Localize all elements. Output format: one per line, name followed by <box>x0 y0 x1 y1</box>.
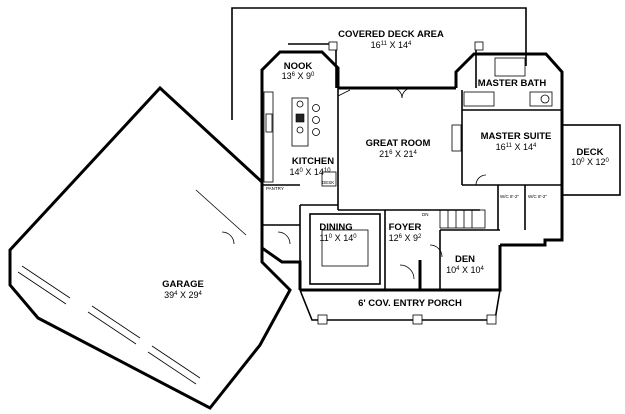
dining-dimension: 110 X 140 <box>319 233 357 243</box>
label-den: DEN 104 X 104 <box>446 254 484 275</box>
master-suite-dimension: 1611 X 144 <box>496 142 537 152</box>
great-room-fixtures <box>337 87 462 152</box>
den-dimension: 104 X 104 <box>446 265 484 275</box>
label-garage: GARAGE 394 X 294 <box>162 279 204 300</box>
dining-fixtures <box>309 213 381 285</box>
deck-dimension: 100 X 120 <box>571 157 609 167</box>
label-covered-deck: COVERED DECK AREA 1611 X 144 <box>338 29 444 50</box>
great-room-name: GREAT ROOM <box>366 138 431 149</box>
wic-label-1: W/C 8'-2" <box>500 194 519 199</box>
label-entry-porch: 6' COV. ENTRY PORCH <box>358 298 462 309</box>
desk-label: DESK <box>322 180 334 185</box>
covered-deck-name: COVERED DECK AREA <box>338 29 444 40</box>
deck-outline <box>561 124 621 196</box>
foyer-name: FOYER <box>389 222 422 233</box>
garage-outline <box>8 85 292 410</box>
kitchen-fixtures <box>263 91 337 187</box>
pantry-label: PANTRY <box>266 186 284 191</box>
covered-deck-outline <box>231 7 527 120</box>
covered-deck-dimension: 1611 X 144 <box>371 40 412 50</box>
label-great-room: GREAT ROOM 216 X 214 <box>366 138 431 159</box>
wic-label-2: W/C 8'-2" <box>528 194 547 199</box>
foyer-dimension: 126 X 92 <box>389 233 422 243</box>
den-name: DEN <box>455 254 475 265</box>
master-bath-fixtures <box>463 57 553 107</box>
label-nook: NOOK 136 X 90 <box>282 61 315 81</box>
entry-porch-name: 6' COV. ENTRY PORCH <box>358 298 462 309</box>
doors <box>221 174 487 280</box>
great-room-dimension: 216 X 214 <box>379 149 417 159</box>
label-dining: DINING 110 X 140 <box>319 222 357 243</box>
dining-name: DINING <box>319 222 352 233</box>
stairs <box>439 209 486 229</box>
label-foyer: FOYER 126 X 92 <box>389 222 422 243</box>
kitchen-name: KITCHEN <box>292 156 334 167</box>
deck-name: DECK <box>577 147 604 158</box>
entry-porch-outline <box>299 289 501 325</box>
master-bath-name: MASTER BATH <box>478 78 547 89</box>
label-master-suite: MASTER SUITE 1611 X 144 <box>481 131 552 152</box>
stairs-down-label: DN <box>422 212 429 217</box>
master-suite-name: MASTER SUITE <box>481 131 552 142</box>
garage-dimension: 394 X 294 <box>164 290 202 300</box>
house-walls <box>260 50 564 292</box>
garage-name: GARAGE <box>162 279 204 290</box>
label-deck: DECK 100 X 120 <box>571 147 609 167</box>
nook-dimension: 136 X 90 <box>282 71 315 81</box>
nook-name: NOOK <box>284 61 313 72</box>
label-master-bath: MASTER BATH <box>478 78 547 89</box>
kitchen-dimension: 140 X 1410 <box>289 167 331 177</box>
label-kitchen: KITCHEN 140 X 1410 <box>289 156 334 177</box>
